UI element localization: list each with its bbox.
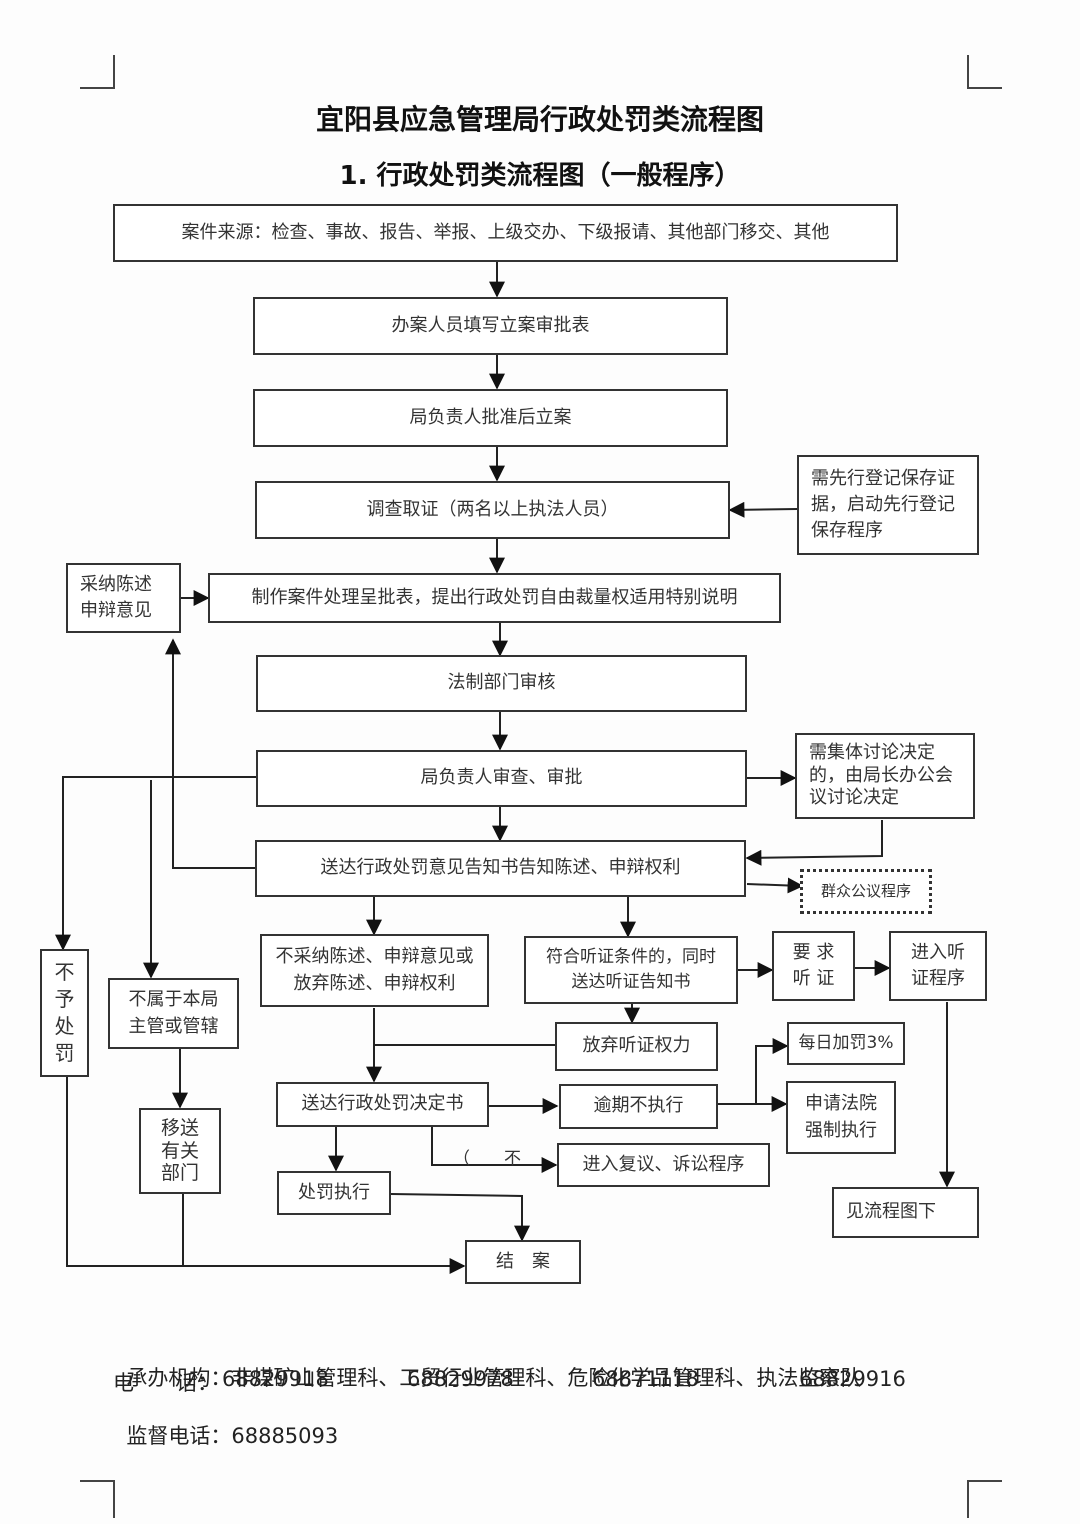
footer-org-label: 承办机构： — [126, 1366, 232, 1390]
node-no-penalty: 不予处罚 — [40, 949, 89, 1077]
node-review-litigation: 进入复议、诉讼程序 — [557, 1143, 770, 1187]
partial-label: （ 不 — [453, 1149, 521, 1169]
node-waive-hearing: 放弃听证权力 — [555, 1022, 718, 1071]
footer-supervise-value: 68885093 — [231, 1424, 339, 1448]
node-adopt-defense: 采纳陈述申辩意见 — [66, 563, 181, 633]
footer-phone-4: 68829916 — [799, 1367, 906, 1391]
node-preserve-evidence: 需先行登记保存证据，启动先行登记保存程序 — [797, 455, 979, 555]
node-deliver-decision: 送达行政处罚决定书 — [276, 1082, 489, 1127]
node-see-chart-below: 见流程图下 — [832, 1187, 979, 1238]
node-public-review: 群众公议程序 — [800, 869, 932, 914]
node-hearing-eligible: 符合听证条件的，同时送达听证告知书 — [524, 936, 738, 1004]
node-not-adopt: 不采纳陈述、申辩意见或放弃陈述、申辩权利 — [260, 934, 489, 1007]
crop-mark-bottom-left — [80, 1480, 115, 1518]
crop-mark-bottom-right — [967, 1480, 1002, 1518]
node-investigate: 调查取证（两名以上执法人员） — [255, 481, 730, 539]
node-deliver-notice: 送达行政处罚意见告知书告知陈述、申辩权利 — [255, 840, 746, 897]
node-approve-filing: 局负责人批准后立案 — [253, 389, 728, 447]
node-case-source: 案件来源：检查、事故、报告、举报、上级交办、下级报请、其他部门移交、其他 — [113, 204, 898, 262]
crop-mark-top-left — [80, 55, 115, 89]
footer-supervise-label: 监督电话： — [126, 1424, 232, 1448]
node-transfer: 移送有关部门 — [139, 1108, 221, 1194]
node-execute-penalty: 处罚执行 — [277, 1171, 391, 1215]
page-title: 宜阳县应急管理局行政处罚类流程图 — [315, 103, 764, 136]
footer-org-value: 非煤矿山管理科、工贸行业管理科、危险化学品管理科、执法监察队 — [231, 1366, 862, 1390]
crop-mark-top-right — [967, 55, 1002, 89]
node-fill-form: 办案人员填写立案审批表 — [253, 297, 728, 355]
node-court-enforce: 申请法院强制执行 — [786, 1081, 896, 1154]
node-legal-review: 法制部门审核 — [256, 655, 747, 712]
footer-phone-2: 68829978 — [407, 1367, 514, 1391]
page-subtitle: 1. 行政处罚类流程图（一般程序） — [339, 161, 741, 191]
node-prepare-report: 制作案件处理呈批表，提出行政处罚自由裁量权适用特别说明 — [208, 573, 781, 623]
node-collective-decision: 需集体讨论决定的，由局长办公会议讨论决定 — [795, 733, 975, 819]
footer-phone-label: 电 话： — [113, 1371, 218, 1395]
footer-org: 承办机构：非煤矿山管理科、工贸行业管理科、危险化学品管理科、执法监察队 — [113, 1338, 861, 1392]
node-not-jurisdiction: 不属于本局主管或管辖 — [108, 978, 239, 1049]
node-close-case: 结 案 — [465, 1240, 581, 1284]
footer-phone-3: 68871118 — [592, 1367, 699, 1391]
node-leader-review: 局负责人审查、审批 — [256, 750, 747, 807]
footer-supervise: 监督电话：68885093 — [113, 1396, 338, 1450]
node-overdue: 逾期不执行 — [559, 1084, 718, 1129]
footer-phone-1: 68829918 — [222, 1367, 329, 1391]
node-enter-hearing: 进入听证程序 — [889, 931, 987, 1001]
node-request-hearing: 要 求 听 证 — [772, 931, 855, 1001]
node-daily-penalty: 每日加罚3% — [787, 1022, 905, 1065]
